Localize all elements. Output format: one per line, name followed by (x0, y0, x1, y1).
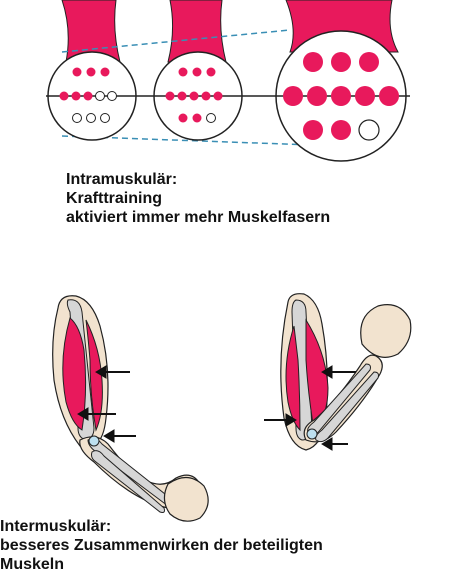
intramuscular-caption: Intramuskulär: Krafttraining aktiviert i… (66, 170, 330, 227)
hand (164, 477, 208, 521)
fiber-active (60, 92, 69, 101)
fiber-inactive (359, 120, 379, 140)
fiber-active (72, 92, 81, 101)
forearm-bone-radius (88, 439, 172, 506)
fiber-active (178, 92, 187, 101)
fiber-active (101, 68, 110, 77)
fiber-inactive (87, 114, 96, 123)
fiber-active (303, 120, 323, 140)
fiber-active (207, 68, 216, 77)
fiber-active (193, 114, 202, 123)
fiber-active (179, 114, 188, 123)
arm-extended (53, 296, 209, 521)
fiber-active (166, 92, 175, 101)
fiber-active (87, 68, 96, 77)
fiber-active (331, 86, 351, 106)
intermuscular-line-2: besseres Zusammenwirken der beteiligten (0, 536, 323, 555)
forearm-bone-ulna (92, 451, 165, 513)
fiber-active (355, 86, 375, 106)
fiber-active (331, 120, 351, 140)
intermuscular-caption: Intermuskulär: besseres Zusammenwirken d… (0, 517, 323, 574)
fiber-active (331, 52, 351, 72)
fiber-inactive (96, 92, 105, 101)
fiber-inactive (108, 92, 117, 101)
fiber-active (202, 92, 211, 101)
fiber-active (179, 68, 188, 77)
fiber-inactive (73, 114, 82, 123)
fiber-active (379, 86, 399, 106)
fiber-active (193, 68, 202, 77)
arm-flexed (264, 294, 411, 450)
fiber-active (359, 52, 379, 72)
fiber-inactive (207, 114, 216, 123)
intramuscular-heading: Intramuskulär: (66, 170, 330, 189)
fiber-active (190, 92, 199, 101)
fiber-active (283, 86, 303, 106)
elbow-joint (89, 436, 99, 446)
elbow-joint (307, 429, 317, 439)
muscle-cross-sections (46, 0, 410, 161)
fiber-active (214, 92, 223, 101)
intermuscular-heading: Intermuskulär: (0, 517, 323, 536)
intermuscular-line-3: Muskeln (0, 555, 323, 574)
hand (361, 305, 411, 358)
intramuscular-line-2: Krafttraining (66, 189, 330, 208)
arm-illustrations (53, 294, 411, 522)
fiber-active (307, 86, 327, 106)
fiber-active (303, 52, 323, 72)
fiber-active (84, 92, 93, 101)
fiber-inactive (101, 114, 110, 123)
arrow-head (104, 430, 114, 442)
fiber-active (73, 68, 82, 77)
intramuscular-line-3: aktiviert immer mehr Muskelfasern (66, 208, 330, 227)
